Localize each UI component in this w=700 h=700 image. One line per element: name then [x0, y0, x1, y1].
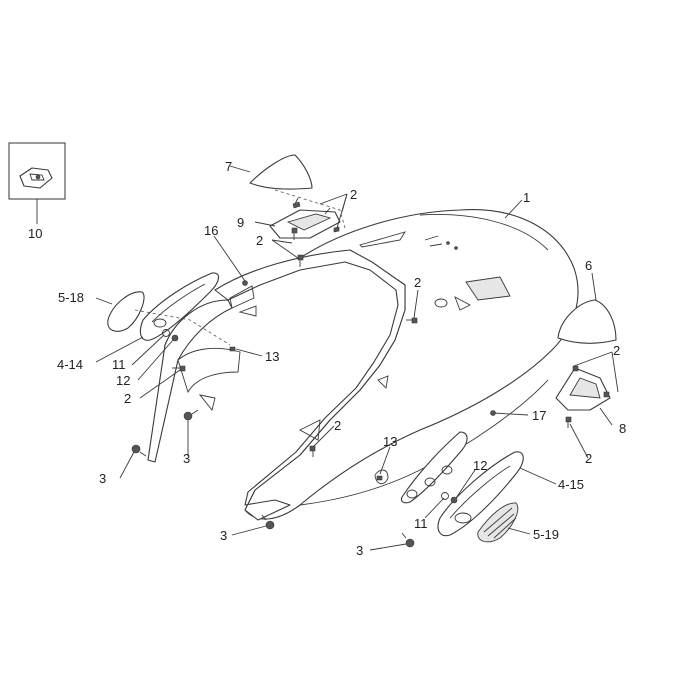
callout-11: 11 — [112, 357, 126, 372]
main-tail-cover-part-1 — [244, 199, 579, 520]
callout-9: 9 — [237, 215, 244, 230]
callout-3: 3 — [356, 543, 363, 558]
inset-clip-part-10 — [8, 142, 66, 224]
inner-bracket-right — [374, 431, 468, 504]
leader-lines — [119, 193, 619, 551]
screw-2-f — [565, 416, 572, 428]
callout-2: 2 — [334, 418, 341, 433]
callout-3: 3 — [220, 528, 227, 543]
callout-4-14: 4-14 — [57, 357, 83, 372]
callout-1: 1 — [523, 190, 530, 205]
callout-3: 3 — [99, 471, 106, 486]
callout-4-15: 4-15 — [558, 477, 584, 492]
callout-6: 6 — [585, 258, 592, 273]
callout-16: 16 — [204, 223, 218, 238]
right-lens-part-6 — [557, 272, 617, 344]
nut-12-right — [450, 496, 458, 504]
bracket-part-8 — [555, 365, 613, 426]
callout-17: 17 — [532, 408, 546, 423]
screw-2-a — [291, 227, 298, 240]
callout-2: 2 — [585, 451, 592, 466]
callout-2: 2 — [256, 233, 263, 248]
right-lens-part-5-19 — [477, 502, 531, 543]
callout-11: 11 — [414, 516, 428, 531]
callout-5-18: 5-18 — [58, 290, 84, 305]
callout-12: 12 — [473, 458, 487, 473]
screw-3-d — [401, 532, 415, 548]
callout-13: 13 — [265, 349, 279, 364]
screw-2-b — [297, 254, 304, 267]
screw-13-a — [229, 346, 236, 352]
screw-3-a — [131, 444, 147, 457]
callout-labels: 1 2 2 2 2 2 2 2 3 3 3 3 4-14 4-15 5-18 5… — [28, 159, 626, 558]
screw-3-c — [261, 514, 275, 530]
side-panel-part-16 — [213, 235, 406, 521]
screw-3-b — [183, 409, 199, 421]
right-tail-light-part-4-15 — [437, 451, 557, 537]
left-lens-part-5-18 — [95, 291, 231, 346]
left-side-strip — [147, 299, 241, 463]
callout-2: 2 — [350, 187, 357, 202]
washer-11-right — [441, 492, 449, 500]
screw-2-c — [406, 317, 418, 324]
callout-12: 12 — [116, 373, 130, 388]
callout-2: 2 — [613, 343, 620, 358]
screw-13-b — [376, 475, 383, 481]
callout-5-19: 5-19 — [533, 527, 559, 542]
callout-13: 13 — [383, 434, 397, 449]
bracket-part-9 — [254, 197, 341, 239]
callout-7: 7 — [225, 159, 232, 174]
nut-12-left — [171, 334, 179, 342]
callout-2: 2 — [414, 275, 421, 290]
callout-10: 10 — [28, 226, 42, 241]
callout-2: 2 — [124, 391, 131, 406]
screw-2-e — [309, 445, 316, 457]
screw-2-d — [172, 365, 186, 372]
screws — [131, 227, 572, 548]
left-tail-light-part-4-14 — [95, 272, 220, 363]
callout-8: 8 — [619, 421, 626, 436]
washer-11-left — [162, 329, 170, 337]
upper-lens-part-7 — [229, 154, 346, 229]
callout-3: 3 — [183, 451, 190, 466]
